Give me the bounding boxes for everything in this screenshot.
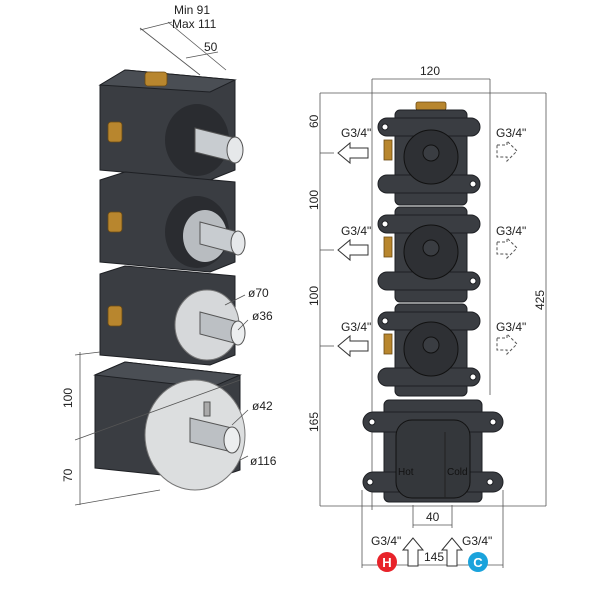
front-view: 120 425 60 100 100 165 xyxy=(307,64,547,572)
cold-inlet-arrow-icon xyxy=(440,537,464,567)
cold-badge-text: C xyxy=(473,555,483,570)
front-module-3 xyxy=(377,303,481,397)
dia-42-label: ø42 xyxy=(252,399,273,413)
inlet-hot-label: G3/4" xyxy=(371,534,401,548)
outlet-label-1: G3/4" xyxy=(341,126,371,140)
isometric-view: Min 91 Max 111 50 xyxy=(61,3,277,506)
outlet-label-3: G3/4" xyxy=(341,320,371,334)
outlet-arrow-icon xyxy=(337,238,369,262)
hot-badge-text: H xyxy=(382,555,391,570)
dia-70-label: ø70 xyxy=(248,286,269,300)
dim-165-label: 165 xyxy=(307,412,321,432)
depth-min-label: Min 91 xyxy=(174,3,210,17)
front-module-1 xyxy=(377,101,481,206)
inlet-cold-label: G3/4" xyxy=(462,534,492,548)
dim-60-label: 60 xyxy=(307,114,321,128)
front-thermostatic-module: Hot Cold xyxy=(362,399,504,503)
cold-badge-icon: C xyxy=(468,552,488,572)
dim-100a-label: 100 xyxy=(307,190,321,210)
dim-50-label: 50 xyxy=(204,40,218,54)
height-total-label: 425 xyxy=(533,290,547,310)
inlet-spacing-label: 40 xyxy=(426,510,440,524)
optional-outlet-arrow-icon xyxy=(496,139,518,163)
module-2 xyxy=(99,171,246,273)
optional-outlet-arrow-icon xyxy=(496,236,518,260)
thermostatic-module xyxy=(93,361,246,491)
hot-label: Hot xyxy=(398,467,414,478)
module-1 xyxy=(98,69,244,181)
cold-label: Cold xyxy=(447,467,468,478)
module-3 xyxy=(99,265,246,366)
optional-outlet-arrow-icon xyxy=(496,332,518,356)
hot-badge-icon: H xyxy=(377,552,397,572)
width-top-label: 120 xyxy=(420,64,440,78)
dim-100b-label: 100 xyxy=(307,286,321,306)
front-module-2 xyxy=(377,206,481,303)
outlet-right-label-1: G3/4" xyxy=(496,126,526,140)
outlets-right: G3/4" G3/4" G3/4" xyxy=(496,126,526,356)
hot-inlet-arrow-icon xyxy=(401,537,425,567)
outlet-arrow-icon xyxy=(337,141,369,165)
depth-max-label: Max 111 xyxy=(172,17,217,31)
outlet-right-label-3: G3/4" xyxy=(496,320,526,334)
dia-36-label: ø36 xyxy=(252,309,273,323)
dia-116-label: ø116 xyxy=(250,454,277,468)
dim-100-label: 100 xyxy=(61,388,75,408)
outlets-left: G3/4" G3/4" G3/4" xyxy=(337,126,371,358)
width-bottom-label: 145 xyxy=(424,550,444,564)
outlet-right-label-2: G3/4" xyxy=(496,224,526,238)
outlet-label-2: G3/4" xyxy=(341,224,371,238)
outlet-arrow-icon xyxy=(337,334,369,358)
dim-70-label: 70 xyxy=(61,468,75,482)
